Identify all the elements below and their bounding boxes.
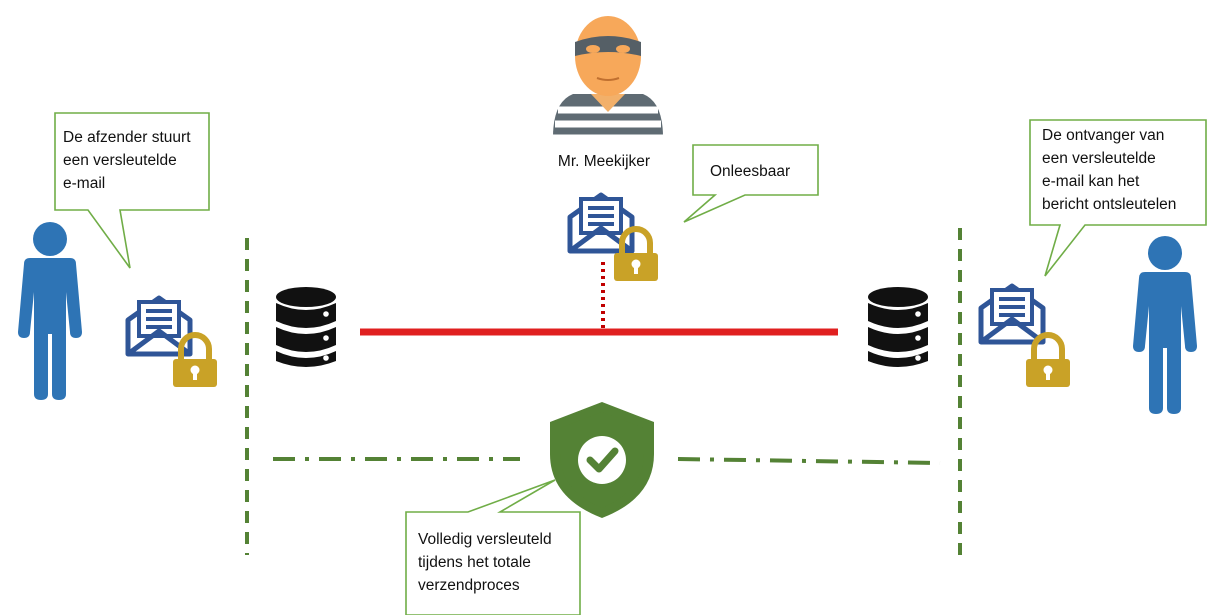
sender-callout-text: De afzender stuurt een versleutelde e-ma… [63, 129, 191, 192]
hacker-icon [553, 16, 663, 138]
receiver-database-icon [868, 287, 928, 367]
onleesbaar-callout [683, 144, 819, 223]
receiver-callout-text: De ontvanger van een versleutelde e-mail… [1042, 127, 1177, 213]
receiver-person-icon [1133, 236, 1197, 414]
receiver-padlock-icon [1026, 335, 1070, 387]
intercepted-padlock-icon [614, 229, 658, 281]
attacker-label: Mr. Meekijker [558, 153, 650, 170]
shield-check-icon [550, 402, 654, 518]
encrypted-callout-text: Volledig versleuteld tijdens het totale … [418, 531, 552, 594]
sender-callout [54, 112, 210, 269]
receiver-envelope-icon [981, 286, 1043, 342]
onleesbaar-callout-text: Onleesbaar [710, 163, 791, 180]
sender-person-icon [18, 222, 82, 400]
sender-padlock-icon [173, 335, 217, 387]
receiver-callout [1029, 119, 1207, 277]
secure-channel-line-right [677, 457, 941, 465]
sender-database-icon [276, 287, 336, 367]
encrypted-callout [405, 479, 581, 615]
